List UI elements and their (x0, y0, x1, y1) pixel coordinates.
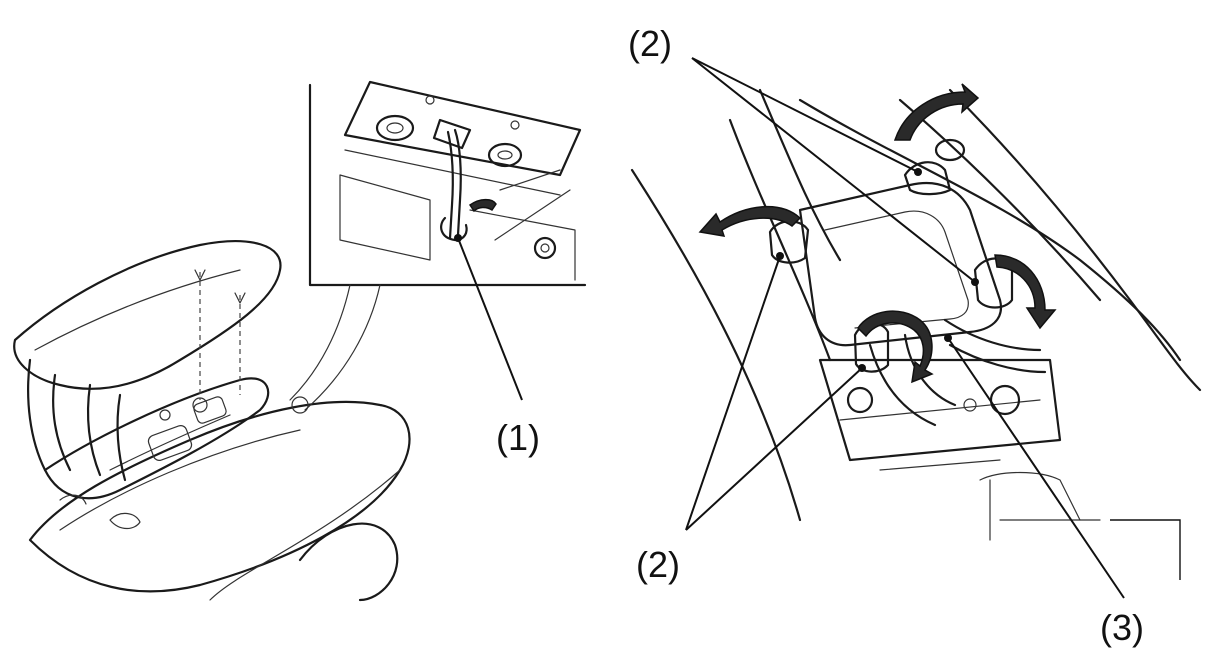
callout-1-label: (1) (496, 417, 540, 458)
callout-2-bottom-label: (2) (636, 544, 680, 585)
callout-3-leader (947, 337, 1125, 599)
callout-3-label: (3) (1100, 607, 1144, 648)
callout-1-leader (457, 237, 523, 401)
scooter-rear-illustration (13, 240, 411, 602)
callout-2-bottom-leaders (685, 255, 863, 531)
latch-detail-inset (289, 80, 587, 414)
callout-2-top-leaders (691, 57, 976, 283)
callout-2-top-label: (2) (628, 23, 672, 64)
compartment-clips-illustration (630, 83, 1202, 580)
